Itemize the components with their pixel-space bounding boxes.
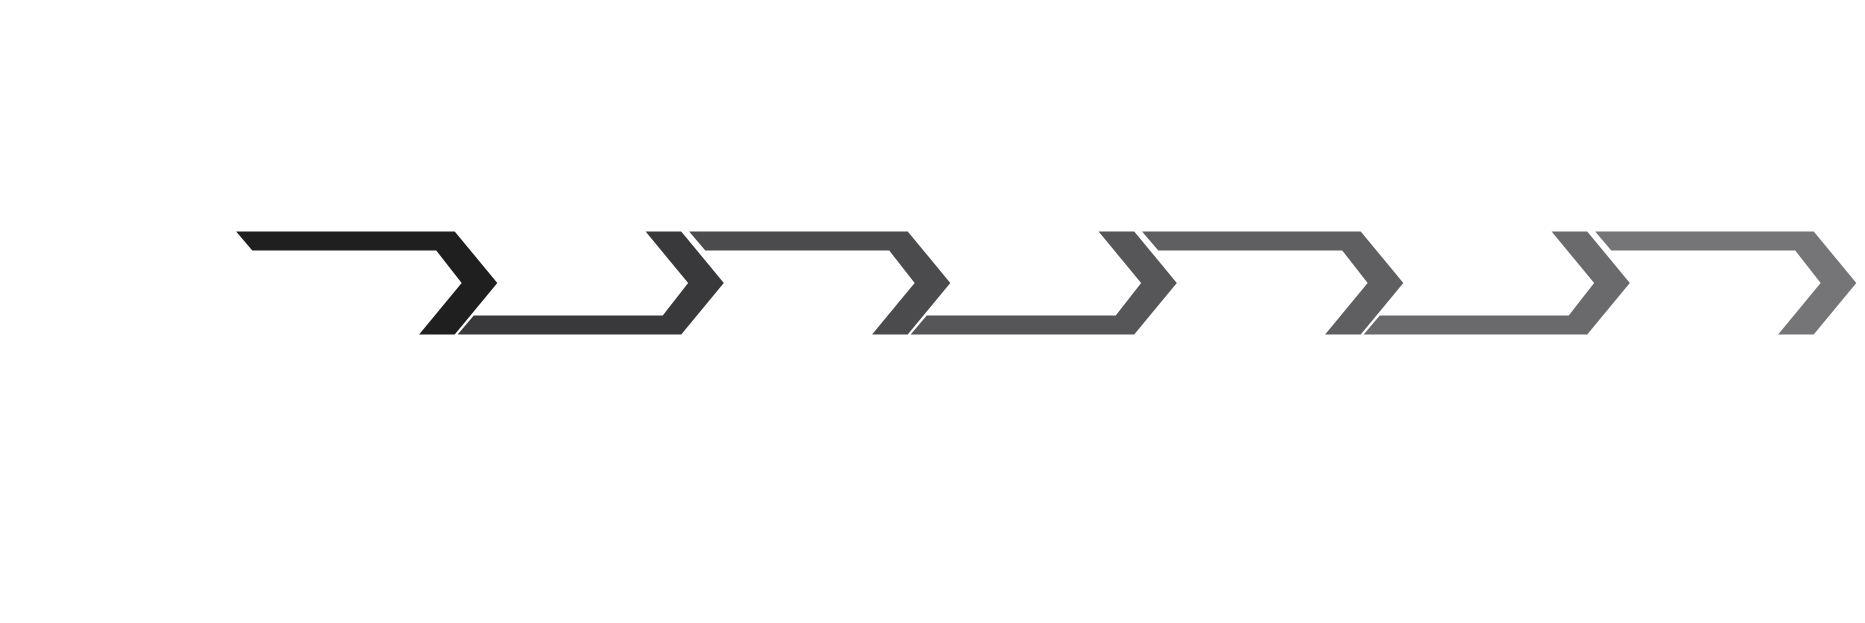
chevron-segment-5	[1139, 230, 1405, 336]
chevron-segment-1	[233, 230, 499, 336]
segments-group	[233, 230, 1858, 336]
chevron-segment-2	[455, 230, 726, 336]
chevron-segment-4	[908, 230, 1179, 336]
chevron-segment-6	[1361, 230, 1632, 336]
chevron-segment-7	[1592, 230, 1858, 336]
chevron-segment-3	[686, 230, 952, 336]
